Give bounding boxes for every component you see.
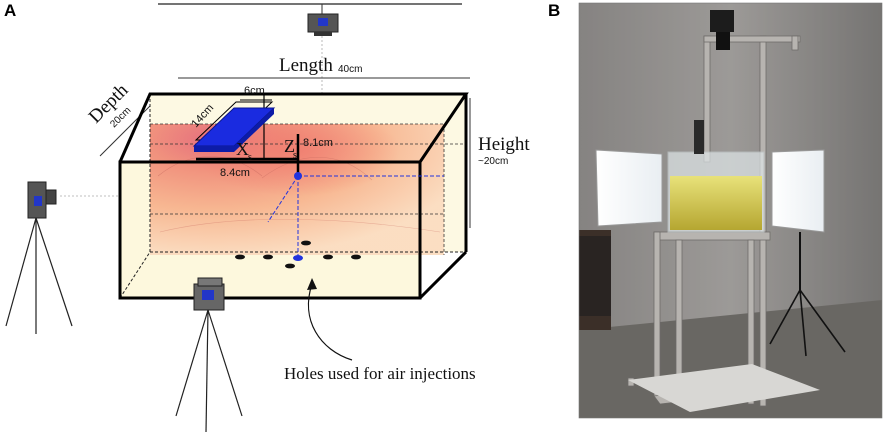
photo-top-camera (710, 10, 734, 50)
injection-hole (351, 254, 361, 260)
length-label: Length (279, 55, 333, 76)
xs-distance: 8.4cm (220, 167, 250, 179)
injection-hole (263, 254, 273, 260)
injection-hole (235, 254, 245, 260)
probe-point (294, 172, 302, 180)
injection-point (293, 255, 303, 261)
source-plate-side (194, 146, 234, 152)
zs-distance: 8.1cm (303, 137, 333, 149)
heatmap-contour (157, 156, 263, 177)
heatmap-contour (159, 218, 441, 233)
front-tripod (175, 309, 243, 433)
top-camera-icon (307, 13, 339, 36)
photo-base-plate (628, 364, 820, 412)
tank-top-outline (118, 92, 469, 163)
callout-arrow (307, 283, 353, 361)
left-tripod (5, 217, 73, 334)
source-width-label: 6cm (244, 85, 265, 97)
xs-symbol: X (236, 139, 249, 159)
tank-bottom-right-edge (418, 250, 468, 300)
tank-front-outline (118, 160, 422, 300)
panel-b-letter: B (548, 1, 560, 20)
height-label: Height (478, 134, 530, 155)
injection-hole (301, 240, 311, 246)
photo-light-panel-right (771, 149, 825, 233)
injection-hole (285, 263, 295, 269)
panel-b: B (548, 1, 883, 419)
length-value: 40cm (338, 64, 362, 75)
lab-photo (578, 2, 883, 419)
zs-symbol: Z (284, 136, 295, 156)
photo-border (578, 2, 883, 419)
xs-subscript: s (248, 152, 252, 163)
injection-holes (235, 240, 361, 269)
photo-right-tripod (769, 232, 846, 357)
front-camera-icon (193, 277, 225, 311)
height-value: ~20cm (478, 156, 508, 167)
panel-a: A Length 40cm Depth 20cm Height ~20cm (4, 1, 530, 433)
heatmap-contour (261, 156, 373, 181)
tank-edge (119, 251, 151, 299)
heatmap-secondary-plume (150, 124, 444, 255)
photo-tank (667, 120, 765, 233)
photo-probe (694, 120, 704, 154)
source-plate-edge (234, 108, 274, 152)
injection-hole (323, 254, 333, 260)
left-camera-icon (27, 181, 57, 219)
photo-tank-liquid (670, 176, 762, 230)
callout-text: Holes used for air injections (284, 364, 476, 383)
source-depth-guide (267, 175, 299, 223)
zs-subscript: s (293, 150, 297, 161)
panel-a-letter: A (4, 1, 16, 20)
photo-light-panel-left (595, 149, 663, 227)
photo-desk-shadow (579, 236, 611, 316)
callout-arrowhead (307, 278, 317, 290)
